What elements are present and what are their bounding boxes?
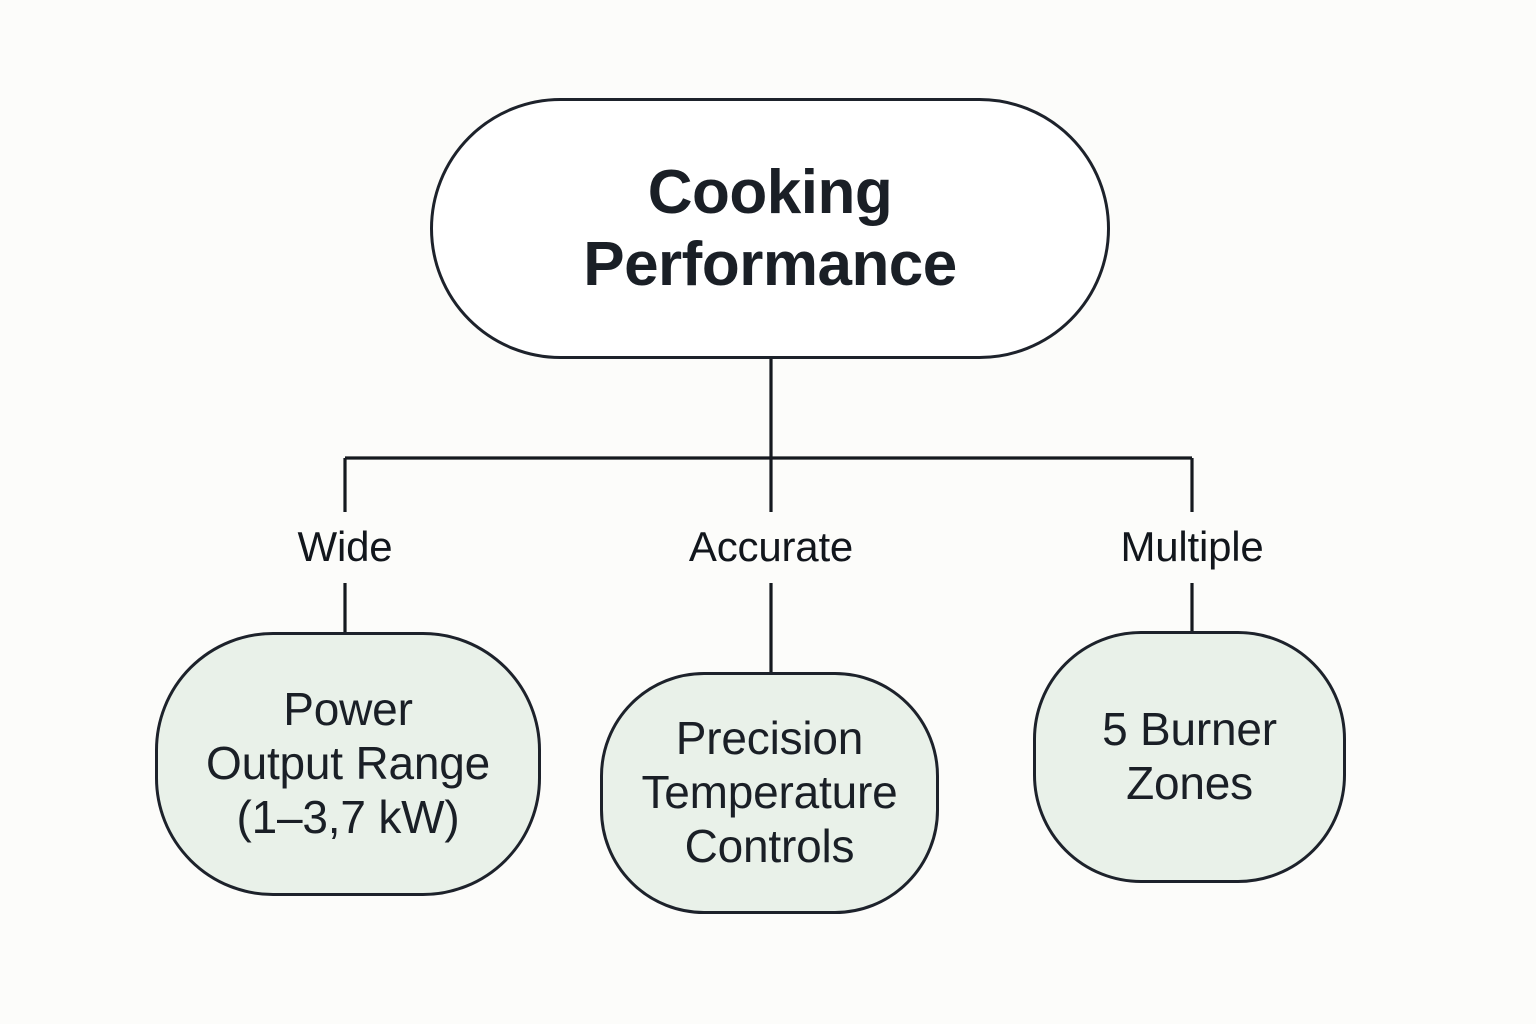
root-node-label: Cooking Performance — [583, 158, 957, 299]
child-node-burner-zones[interactable]: 5 Burner Zones — [1033, 631, 1346, 883]
child-node-power-output-range[interactable]: Power Output Range (1–3,7 kW) — [155, 632, 541, 896]
child-node-label: Precision Temperature Controls — [641, 712, 898, 872]
child-node-label: Power Output Range (1–3,7 kW) — [205, 683, 491, 843]
edge-label-accurate: Accurate — [674, 516, 868, 578]
edge-label-multiple: Multiple — [1106, 516, 1278, 578]
child-node-label: 5 Burner Zones — [1102, 703, 1277, 809]
root-node[interactable]: Cooking Performance — [430, 98, 1110, 359]
child-node-precision-temperature-controls[interactable]: Precision Temperature Controls — [600, 672, 939, 914]
edge-label-wide: Wide — [283, 516, 407, 578]
